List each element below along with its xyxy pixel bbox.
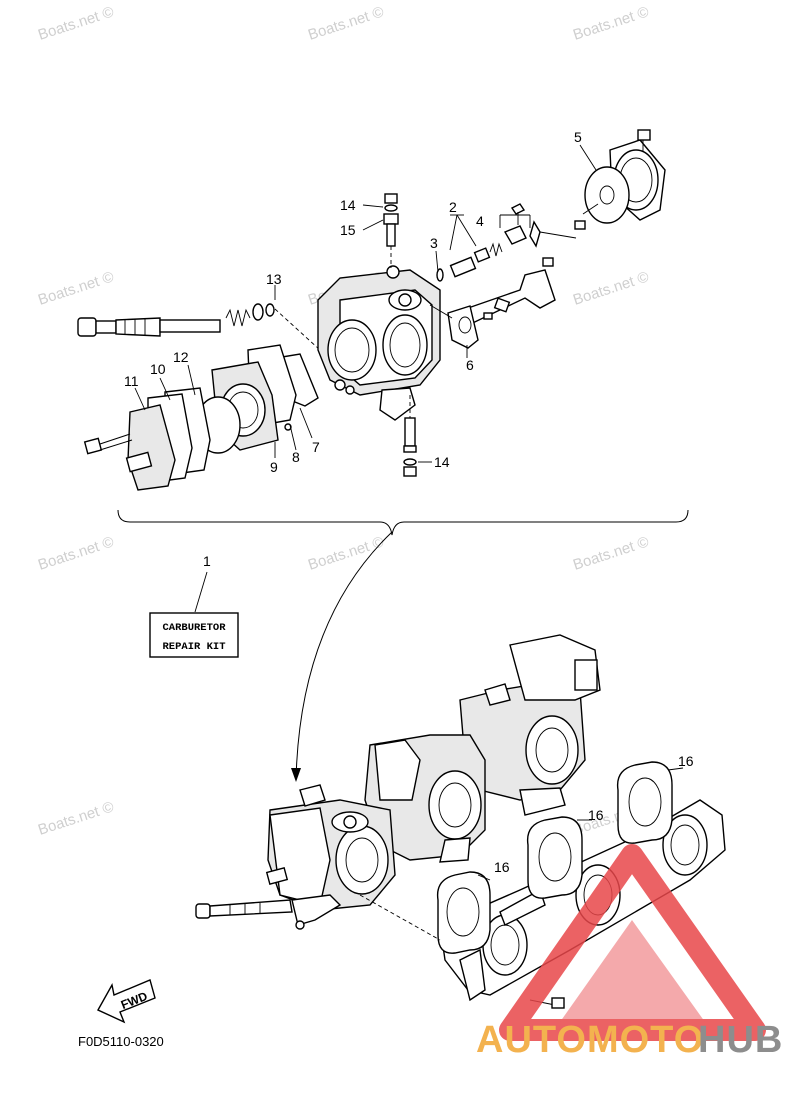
watermark: Boats.net © xyxy=(36,798,116,838)
repair-kit-label: CARBURETOR REPAIR KIT xyxy=(149,571,239,658)
callout-1: 1 xyxy=(203,553,211,569)
automotohub-logo: AUTOMOTO HUB xyxy=(476,844,783,1061)
callout-2: 2 xyxy=(449,199,457,215)
watermark: Boats.net © xyxy=(306,3,386,43)
watermark: Boats.net © xyxy=(571,268,651,308)
lower-jet-stack xyxy=(403,395,417,477)
watermark: Boats.net © xyxy=(571,533,651,573)
logo-triangle xyxy=(499,844,766,1041)
callout-14-top: 14 xyxy=(340,197,356,213)
assembly-brace xyxy=(117,509,689,536)
manifold-gasket-set xyxy=(359,761,684,954)
callout-9: 9 xyxy=(270,459,278,475)
callout-4: 4 xyxy=(476,213,484,229)
diaphragm-plate-stack xyxy=(125,344,319,491)
callout-15: 15 xyxy=(340,222,356,238)
callout-13: 13 xyxy=(266,271,282,287)
carburetor-assembly xyxy=(195,634,601,930)
watermark: Boats.net © xyxy=(36,533,116,573)
watermark: Boats.net © xyxy=(571,3,651,43)
repair-kit-line2: REPAIR KIT xyxy=(162,641,225,653)
diaphragm-cover xyxy=(582,129,666,224)
callout-16-left: 16 xyxy=(494,859,510,875)
callout-leaders xyxy=(134,144,597,463)
callout-14-bottom: 14 xyxy=(434,454,450,470)
callout-16-right: 16 xyxy=(678,753,694,769)
logo-text-primary: AUTOMOTO xyxy=(476,1019,704,1061)
callout-numbers: 1 2 3 4 5 6 7 8 9 10 11 12 13 14 14 15 1… xyxy=(124,129,694,875)
watermark: Boats.net © xyxy=(36,3,116,43)
callout-10: 10 xyxy=(150,361,166,377)
callout-7: 7 xyxy=(312,439,320,455)
watermark: Boats.net © xyxy=(306,533,386,573)
assembly-arrow xyxy=(291,531,393,782)
fwd-arrow-icon: FWD xyxy=(97,979,156,1024)
carburetor-body xyxy=(317,265,441,421)
spring-washer-set xyxy=(225,303,275,327)
callout-16-middle: 16 xyxy=(588,807,604,823)
diagram-code: F0D5110-0320 xyxy=(78,1034,164,1049)
pilot-screw-group xyxy=(436,214,503,282)
watermark: Boats.net © xyxy=(36,268,116,308)
callout-12: 12 xyxy=(173,349,189,365)
callout-11: 11 xyxy=(124,373,139,389)
callout-5: 5 xyxy=(574,129,582,145)
main-jet-stack xyxy=(383,193,399,268)
callout-3: 3 xyxy=(430,235,438,251)
repair-kit-line1: CARBURETOR xyxy=(162,622,226,634)
cover-bolt xyxy=(83,433,133,455)
callout-8: 8 xyxy=(292,449,300,465)
logo-text-secondary: HUB xyxy=(698,1019,783,1061)
upper-exploded-view xyxy=(77,129,666,491)
callout-6: 6 xyxy=(466,357,474,373)
linkage-arm xyxy=(429,257,556,349)
throttle-lever-bracket xyxy=(499,203,586,248)
throttle-shaft xyxy=(77,317,221,337)
